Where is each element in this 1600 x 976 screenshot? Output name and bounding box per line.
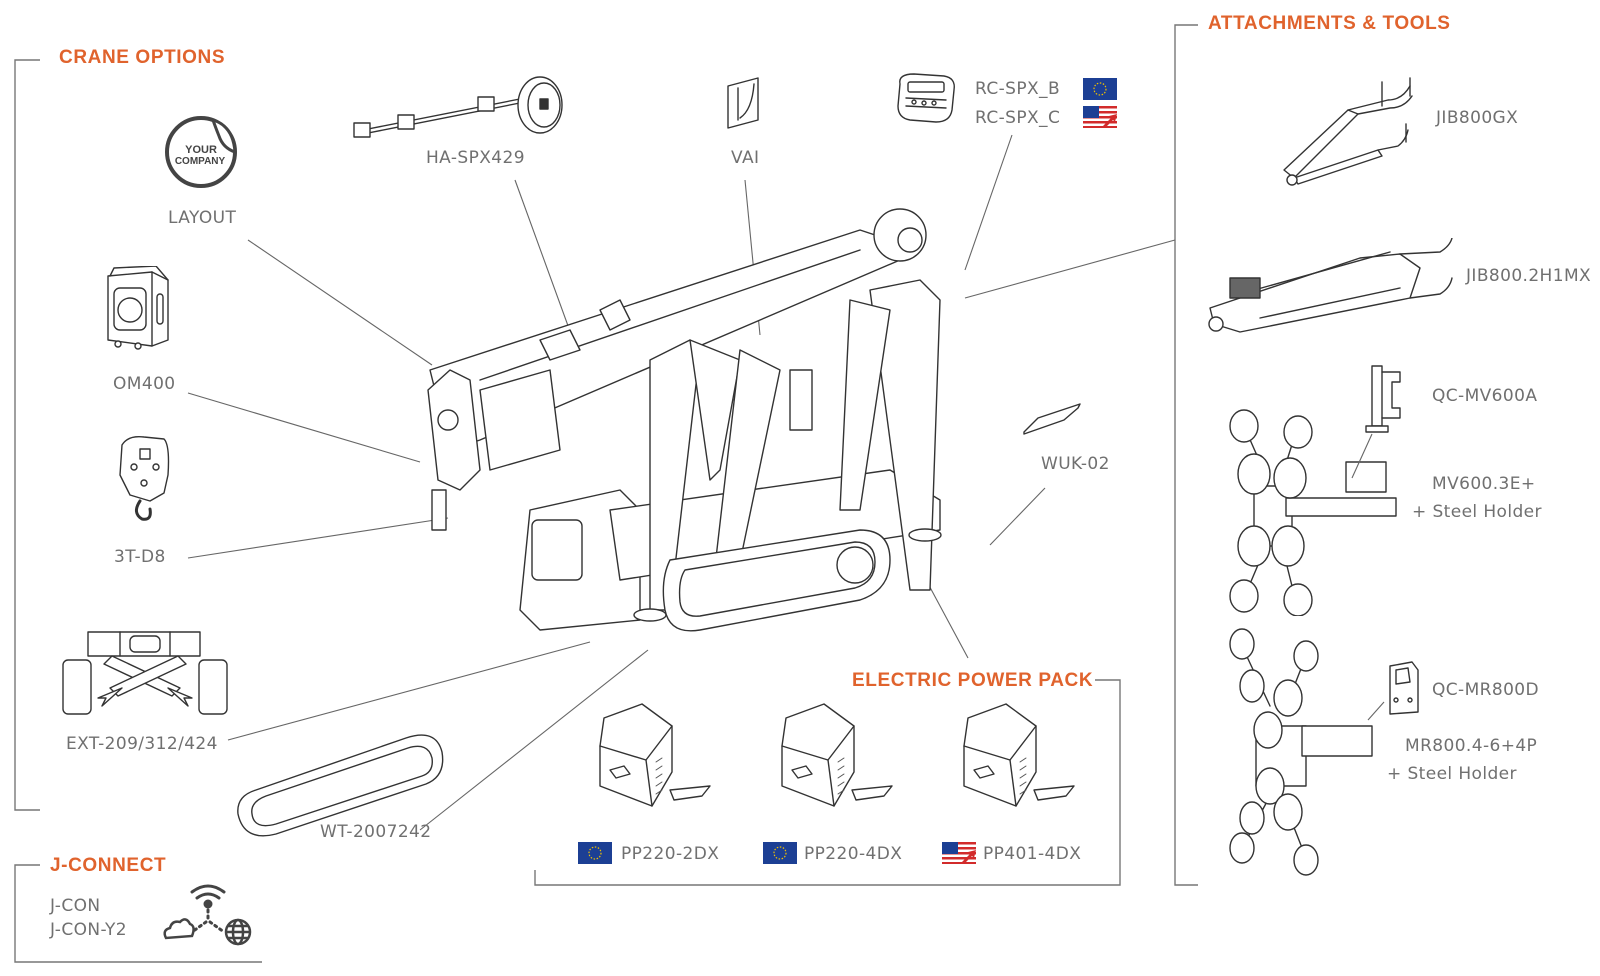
power-pack-icon-1 <box>599 703 711 807</box>
leader-power-pack <box>924 577 969 659</box>
company-sticker-icon: YOUR COMPANY <box>165 116 237 188</box>
eu-flag-icon <box>1083 78 1117 100</box>
leader-3t-d8 <box>187 517 449 559</box>
hose-reel-icon <box>353 76 563 138</box>
leader-rc <box>964 134 1013 271</box>
winch-box-icon <box>107 266 169 350</box>
power-pack-icon-3 <box>963 703 1075 807</box>
mr800-label: MR800.4-6+4P <box>1405 736 1538 756</box>
wear-pad-icon <box>1023 403 1081 435</box>
j-connect-title: J-CONNECT <box>50 855 167 876</box>
attachments-bracket <box>1174 24 1198 886</box>
vacuum-lifter-icon <box>1229 409 1397 616</box>
j-connect-network-icon <box>163 884 252 946</box>
inclinometer-icon <box>727 77 759 129</box>
quick-coupler-icon <box>1365 365 1401 433</box>
eu-flag-icon <box>763 842 797 864</box>
option-ext-label: EXT-209/312/424 <box>66 734 218 754</box>
option-om400-label: OM400 <box>113 374 176 394</box>
j-connect-bracket <box>14 864 262 963</box>
track-icon <box>237 734 444 837</box>
remote-control-icon <box>897 73 955 123</box>
pp220-2dx-label: PP220-2DX <box>621 844 720 864</box>
jib800-2h1mx-label: JIB800.2H1MX <box>1466 266 1592 286</box>
j-con-label: J-CON <box>50 896 101 916</box>
power-pack-bracket <box>534 679 1121 886</box>
electric-power-pack-title: ELECTRIC POWER PACK <box>852 670 1094 691</box>
jib800gx-label: JIB800GX <box>1436 108 1519 128</box>
mr800-sub-label: + Steel Holder <box>1387 764 1517 784</box>
attachments-tools-title: ATTACHMENTS & TOOLS <box>1208 13 1451 34</box>
power-pack-icon-2 <box>781 703 893 807</box>
jib-icon <box>1283 77 1413 186</box>
crane-options-bracket <box>14 59 40 811</box>
us-flag-icon <box>942 842 976 864</box>
quick-coupler-icon <box>1389 661 1419 715</box>
option-wt-label: WT-2007242 <box>320 822 432 842</box>
option-ha-spx429-label: HA-SPX429 <box>426 148 525 168</box>
sticker-text-line1: YOUR <box>185 144 217 156</box>
rc-spx-c-label: RC-SPX_C <box>975 108 1061 128</box>
sticker-text-line2: COMPANY <box>175 156 226 167</box>
globe-icon <box>224 918 252 946</box>
outrigger-extension-icon <box>62 631 228 715</box>
option-wuk-02-label: WUK-02 <box>1041 454 1110 474</box>
hydraulic-jib-icon <box>1208 238 1453 333</box>
j-con-y2-label: J-CON-Y2 <box>50 920 128 940</box>
leader-layout <box>247 239 433 366</box>
eu-flag-icon <box>578 842 612 864</box>
wifi-icon <box>190 884 226 909</box>
crane-options-title: CRANE OPTIONS <box>59 47 226 68</box>
spider-crane-illustration <box>427 208 942 632</box>
cloud-icon <box>163 918 195 940</box>
leader-wuk <box>989 487 1046 546</box>
pp220-4dx-label: PP220-4DX <box>804 844 903 864</box>
rc-spx-b-label: RC-SPX_B <box>975 79 1061 99</box>
mv600-3e-label: MV600.3E+ <box>1432 474 1536 494</box>
leader-attachments <box>964 239 1176 299</box>
leader-om400 <box>187 392 421 463</box>
leader-wt <box>419 649 649 831</box>
vacuum-lifter-icon <box>1229 628 1373 876</box>
hook-block-icon <box>119 435 170 521</box>
us-flag-icon <box>1083 106 1117 128</box>
pp401-4dx-label: PP401-4DX <box>983 844 1082 864</box>
leader-ha-spx <box>514 179 576 346</box>
option-layout-label: LAYOUT <box>168 208 237 228</box>
option-3t-d8-label: 3T-D8 <box>114 547 166 567</box>
leader-ext <box>227 641 591 741</box>
mv600-3e-sub-label: + Steel Holder <box>1412 502 1542 522</box>
qc-mr800d-label: QC-MR800D <box>1432 680 1540 700</box>
qc-mv600a-label: QC-MV600A <box>1432 386 1538 406</box>
option-vai-label: VAI <box>731 148 760 168</box>
